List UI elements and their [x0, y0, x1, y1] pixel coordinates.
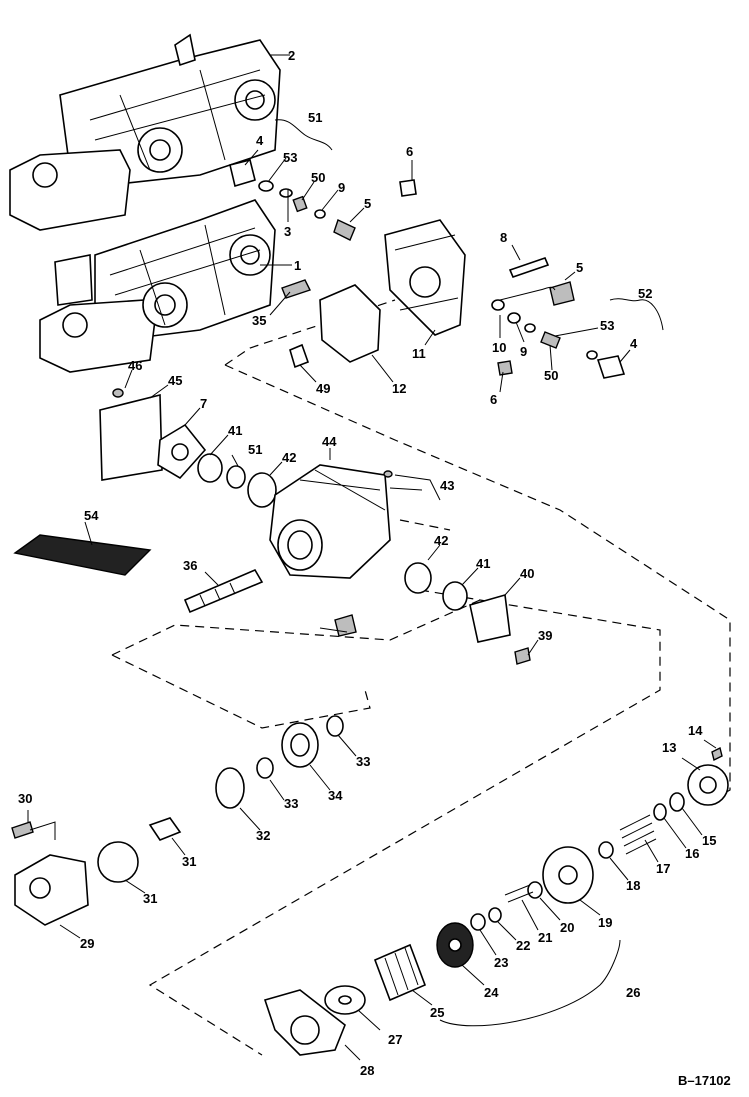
part-label-16: 16: [685, 846, 699, 861]
part-label-21: 21: [538, 930, 552, 945]
part-label-8: 8: [500, 230, 507, 245]
part-label-30: 30: [18, 791, 32, 806]
part-label-33: 32: [256, 828, 270, 843]
part-label-5-right: 5: [576, 260, 583, 275]
part-label-41: 41: [228, 423, 242, 438]
part-label-6: 6: [490, 392, 497, 407]
part-labels: 2 51 4 53 50 9 5 3 6 1 8 5 52 53 35 10 9…: [18, 48, 716, 1078]
part-label-50: 51: [248, 442, 262, 457]
part-label-36: 35: [252, 313, 266, 328]
part-label-54: 54: [84, 508, 99, 523]
part-label-11: 11: [412, 346, 426, 361]
part-label-44: 44: [322, 434, 337, 449]
part-label-32: 31: [182, 854, 196, 869]
part-label-24: 24: [484, 985, 499, 1000]
part-label-42: 42: [282, 450, 296, 465]
part-label-29: 29: [80, 936, 94, 951]
part-label-12: 12: [392, 381, 406, 396]
fittings-upper: [229, 159, 626, 379]
pump-assembly-2: [9, 33, 281, 231]
part-label-49: 50: [311, 170, 325, 185]
part-label-41-right: 41: [476, 556, 490, 571]
part-label-51: 52: [638, 286, 652, 301]
part-label-37: 36: [183, 558, 197, 573]
part-label-53-right: 53: [600, 318, 614, 333]
lower-left-parts: [11, 715, 344, 926]
part-label-42-right: 42: [434, 533, 448, 548]
part-label-18: 18: [626, 878, 640, 893]
mid-section-parts: [13, 388, 531, 665]
part-label-4-right: 4: [630, 336, 638, 351]
part-label-14: 14: [688, 723, 703, 738]
part-label-52: 51: [308, 110, 322, 125]
part-label-9-right: 9: [520, 344, 527, 359]
part-label-34: 33: [356, 754, 370, 769]
part-label-53: 53: [283, 150, 297, 165]
pump-assembly-1: [39, 199, 276, 373]
part-label-19: 19: [598, 915, 612, 930]
part-label-3: 3: [284, 224, 291, 239]
part-label-22: 22: [516, 938, 530, 953]
part-label-31: 31: [143, 891, 157, 906]
leader-lines: [27, 54, 717, 1061]
part-label-13: 13: [662, 740, 676, 755]
part-label-4: 4: [256, 133, 264, 148]
part-label-23: 23: [494, 955, 508, 970]
part-label-39: 39: [538, 628, 552, 643]
part-label-43: 43: [440, 478, 454, 493]
part-label-49-right: 50: [544, 368, 558, 383]
part-label-17: 17: [656, 861, 670, 876]
part-label-9: 9: [338, 180, 345, 195]
part-label-6-top: 6: [406, 144, 413, 159]
diagram-reference-number: B–17102: [678, 1073, 731, 1088]
part-label-40: 40: [520, 566, 534, 581]
part-label-2: 2: [288, 48, 295, 63]
part-label-26: 26: [626, 985, 640, 1000]
part-label-27: 27: [388, 1032, 402, 1047]
part-label-35: 34: [328, 788, 343, 803]
part-label-1: 1: [294, 258, 301, 273]
part-label-15: 15: [702, 833, 716, 848]
part-label-28: 28: [360, 1063, 374, 1078]
assembly-dash-lines: [111, 299, 731, 1056]
part-label-5: 5: [364, 196, 371, 211]
part-label-20: 20: [560, 920, 574, 935]
part-label-7: 7: [200, 396, 207, 411]
part-label-25: 25: [430, 1005, 444, 1020]
part-label-45: 45: [168, 373, 182, 388]
part-label-46: 46: [128, 358, 142, 373]
part-label-34-left: 33: [284, 796, 298, 811]
rotating-group: [263, 746, 729, 1056]
part-label-10: 10: [492, 340, 506, 355]
part-label-47: 49: [316, 381, 330, 396]
